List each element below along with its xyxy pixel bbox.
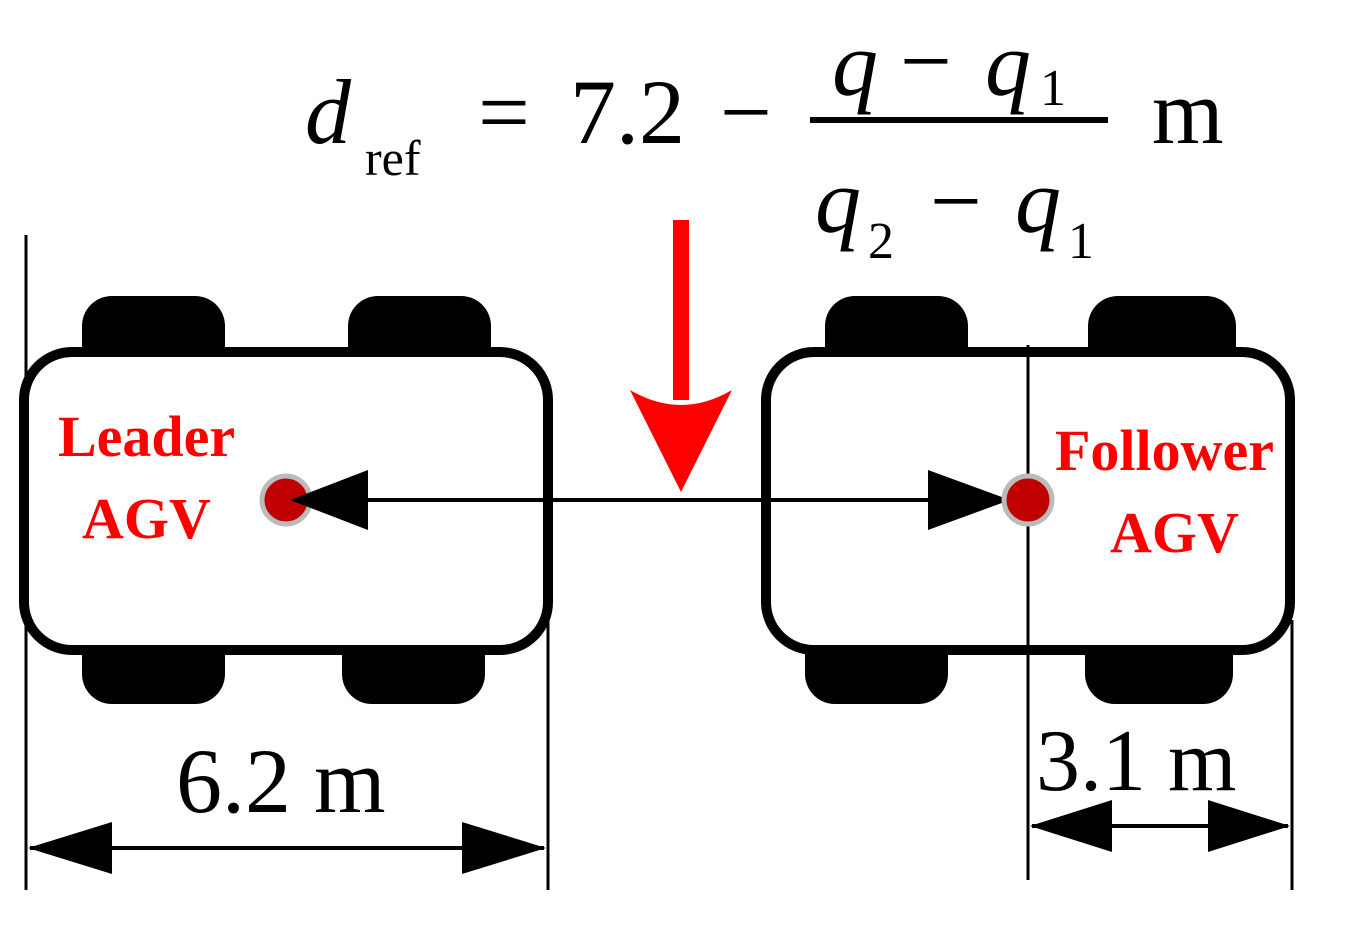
follower-half-length-dimension: 3.1 m [1030, 713, 1290, 852]
fraction-bar [810, 117, 1108, 123]
formula-unit: m [1152, 61, 1224, 163]
formula-equals: = [478, 61, 530, 163]
follower-label-line1: Follower [1055, 418, 1274, 483]
follower-half-length-label: 3.1 m [1036, 713, 1236, 810]
formula-lhs-subscript: ref [365, 130, 421, 186]
leader-length-label: 6.2 m [176, 730, 386, 832]
arrowhead-right-icon [462, 822, 546, 874]
formula-minus: − [720, 61, 772, 163]
formula-denominator-q1: q [1015, 150, 1061, 252]
formula-lhs-var: d [305, 61, 352, 163]
formula-denominator-q2: q [815, 150, 861, 252]
formula-denominator-sub2: 2 [868, 213, 894, 270]
formula-constant: 7.2 [570, 61, 685, 163]
arrowhead-left-icon [1030, 800, 1112, 852]
formula-numerator-q: q [832, 13, 878, 115]
down-arrow-icon [630, 220, 732, 492]
follower-center-point [1001, 473, 1055, 527]
arrowhead-left-icon [28, 822, 112, 874]
follower-label-line2: AGV [1110, 500, 1239, 565]
formula-numerator-minus: − [900, 10, 952, 112]
reference-distance-formula: d ref = 7.2 − q − q 1 q 2 − q 1 m [305, 10, 1224, 270]
arrowhead-right-icon [928, 470, 1010, 530]
formula-denominator-minus: − [930, 150, 982, 252]
leader-length-dimension: 6.2 m [28, 730, 546, 874]
inter-vehicle-distance-arrow [290, 470, 1010, 530]
arrowhead-right-icon [1208, 800, 1290, 852]
leader-label-line1: Leader [58, 404, 235, 469]
arrowhead-left-icon [290, 470, 368, 530]
formula-numerator-sub1: 1 [1040, 60, 1066, 117]
formula-denominator-sub1: 1 [1068, 213, 1094, 270]
formula-numerator-q1: q [985, 13, 1031, 115]
leader-label-line2: AGV [82, 486, 211, 551]
leader-agv: Leader AGV [19, 296, 553, 704]
